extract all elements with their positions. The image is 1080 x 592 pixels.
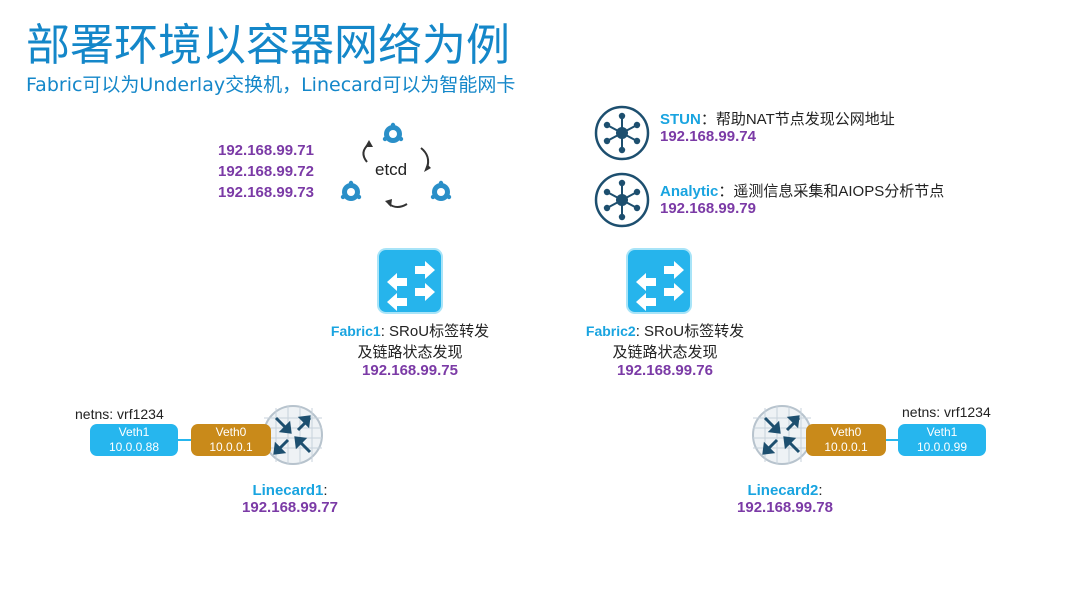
etcd-node-icon	[382, 122, 404, 143]
linecard1-veth1: Veth1 10.0.0.88	[90, 424, 178, 456]
fabric2-label: Fabric2: SRoU标签转发 及链路状态发现 192.168.99.76	[565, 320, 765, 379]
linecard1-netns: netns: vrf1234	[75, 406, 164, 422]
hub-icon	[594, 105, 650, 161]
linecard2-ip: 192.168.99.78	[737, 499, 833, 516]
stun-title: STUN：帮助NAT节点发现公网地址	[660, 108, 895, 129]
linecard1-veth1-ip: 10.0.0.88	[108, 440, 160, 454]
fabric2-desc1: : SRoU标签转发	[635, 323, 745, 340]
linecard2-label: Linecard2: 192.168.99.78	[705, 482, 865, 516]
linecard1-name: Linecard1	[252, 482, 324, 499]
fabric1-name: Fabric1	[330, 323, 381, 339]
etcd-ip-2: 192.168.99.72	[218, 163, 314, 180]
etcd-node-icon	[430, 180, 452, 201]
linecard2-veth0: Veth0 10.0.0.1	[806, 424, 886, 456]
switch-icon	[377, 248, 443, 314]
linecard2-netns: netns: vrf1234	[902, 404, 991, 420]
analytic-ip: 192.168.99.79	[660, 200, 756, 217]
stun-desc: ：帮助NAT节点发现公网地址	[700, 111, 895, 128]
fabric1-desc1: : SRoU标签转发	[380, 323, 490, 340]
analytic-title: Analytic：遥测信息采集和AIOPS分析节点	[660, 180, 944, 201]
stun-ip: 192.168.99.74	[660, 128, 756, 145]
linecard2-veth0-label: Veth0	[830, 425, 862, 439]
stun-name: STUN	[660, 111, 701, 128]
etcd-ip-list: 192.168.99.71 192.168.99.72 192.168.99.7…	[218, 140, 314, 203]
linecard2-veth1: Veth1 10.0.0.99	[898, 424, 986, 456]
linecard1-veth0-ip: 10.0.0.1	[209, 440, 253, 454]
fabric2-ip: 192.168.99.76	[617, 362, 713, 379]
hub-icon	[594, 172, 650, 228]
fabric1-ip: 192.168.99.75	[362, 362, 458, 379]
switch-icon	[626, 248, 692, 314]
analytic-name: Analytic	[660, 183, 719, 200]
page-title: 部署环境以容器网络为例	[26, 20, 510, 71]
fabric2-name: Fabric2	[585, 323, 636, 339]
analytic-desc: ：遥测信息采集和AIOPS分析节点	[718, 183, 945, 200]
etcd-label: etcd	[375, 160, 408, 179]
etcd-ip-1: 192.168.99.71	[218, 142, 314, 159]
fabric2-desc2: 及链路状态发现	[612, 344, 718, 361]
etcd-node-icon	[340, 180, 362, 201]
linecard2-veth0-ip: 10.0.0.1	[824, 440, 868, 454]
router-icon	[752, 405, 812, 465]
etcd-ip-3: 192.168.99.73	[218, 184, 314, 201]
linecard1-veth0: Veth0 10.0.0.1	[191, 424, 271, 456]
linecard2-colon: :	[818, 482, 823, 499]
fabric1-label: Fabric1: SRoU标签转发 及链路状态发现 192.168.99.75	[310, 320, 510, 379]
linecard1-colon: :	[323, 482, 328, 499]
linecard1-veth1-label: Veth1	[118, 425, 150, 439]
linecard2-veth1-label: Veth1	[926, 425, 958, 439]
linecard1-veth0-label: Veth0	[215, 425, 247, 439]
etcd-cluster-icon	[340, 122, 452, 208]
linecard1-ip: 192.168.99.77	[242, 499, 338, 516]
linecard2-name: Linecard2	[747, 482, 819, 499]
linecard1-label: Linecard1: 192.168.99.77	[210, 482, 370, 516]
fabric1-desc2: 及链路状态发现	[357, 344, 463, 361]
router-icon	[263, 405, 323, 465]
page-subtitle: Fabric可以为Underlay交换机，Linecard可以为智能网卡	[26, 74, 516, 96]
linecard2-veth1-ip: 10.0.0.99	[916, 440, 968, 454]
